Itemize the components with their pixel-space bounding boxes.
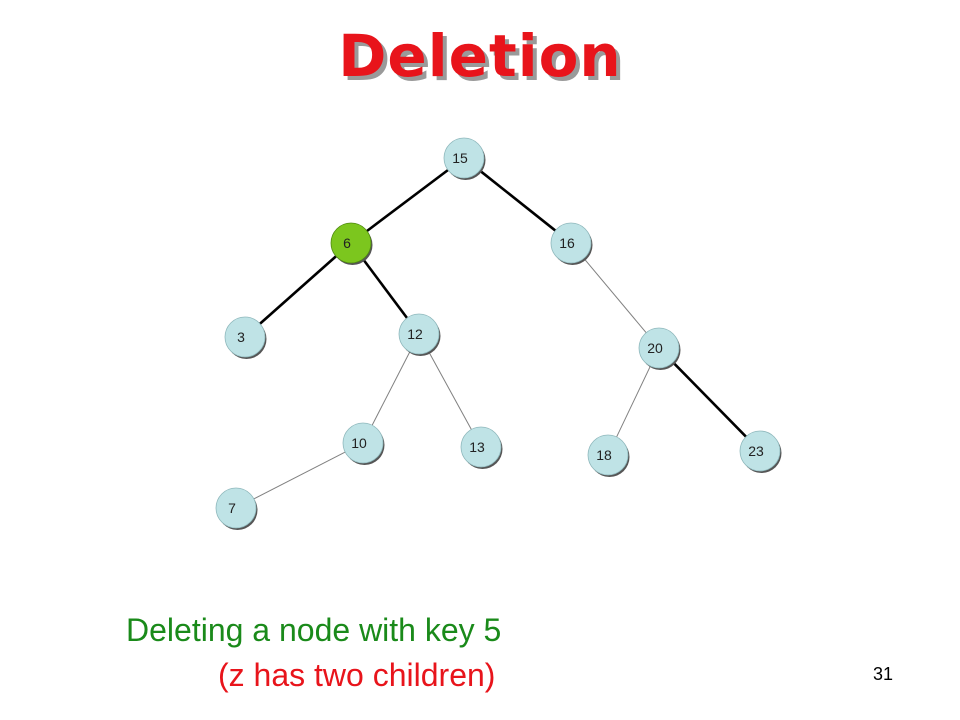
tree-edges (253, 168, 747, 500)
slide-title: Deletion (338, 22, 622, 90)
tree-edge-10-7 (253, 451, 346, 500)
tree-node-circle (443, 137, 485, 179)
tree-node-key: 12 (407, 326, 423, 342)
tree-edge-6-3 (259, 255, 337, 325)
page-number: 31 (873, 664, 894, 684)
tree-node-13: 13 (460, 426, 503, 469)
tree-node-circle (587, 434, 629, 476)
tree-edge-20-18 (616, 365, 651, 438)
tree-node-circle (215, 487, 257, 529)
tree-node-circle (460, 426, 502, 468)
tree-nodes: 15 6 16 3 12 20 10 13 18 23 7 (215, 137, 782, 530)
tree-node-12: 12 (398, 313, 441, 356)
tree-edge-20-23 (672, 361, 747, 438)
caption-line-1: Deleting a node with key 5 (126, 612, 502, 648)
tree-node-circle (224, 316, 266, 358)
tree-node-16: 16 (550, 222, 593, 265)
tree-node-key: 18 (596, 447, 612, 463)
tree-node-key: 3 (237, 329, 245, 345)
tree-node-15: 15 (443, 137, 486, 180)
tree-node-18: 18 (587, 434, 630, 477)
tree-node-7: 7 (215, 487, 258, 530)
tree-edge-15-6 (366, 168, 449, 233)
tree-node-key: 7 (228, 500, 236, 516)
tree-node-key: 13 (469, 439, 485, 455)
tree-edge-12-13 (428, 351, 472, 430)
tree-node-key: 10 (351, 435, 367, 451)
tree-node-circle (638, 327, 680, 369)
tree-node-circle (550, 222, 592, 264)
tree-edge-12-10 (371, 351, 411, 426)
tree-node-23: 23 (739, 430, 782, 473)
tree-node-6: 6 (330, 222, 373, 265)
tree-node-key: 15 (452, 150, 468, 166)
tree-node-key: 6 (343, 235, 351, 251)
caption-line-2: (z has two children) (218, 657, 496, 693)
tree-edge-6-12 (361, 258, 409, 319)
tree-node-circle (330, 222, 372, 264)
tree-node-key: 16 (559, 235, 575, 251)
tree-edge-15-16 (478, 169, 557, 232)
tree-node-circle (342, 422, 384, 464)
tree-edge-16-20 (583, 258, 647, 333)
tree-node-circle (398, 313, 440, 355)
tree-node-20: 20 (638, 327, 681, 370)
tree-node-key: 20 (647, 340, 663, 356)
tree-node-circle (739, 430, 781, 472)
tree-node-key: 23 (748, 443, 764, 459)
tree-node-10: 10 (342, 422, 385, 465)
tree-node-3: 3 (224, 316, 267, 359)
